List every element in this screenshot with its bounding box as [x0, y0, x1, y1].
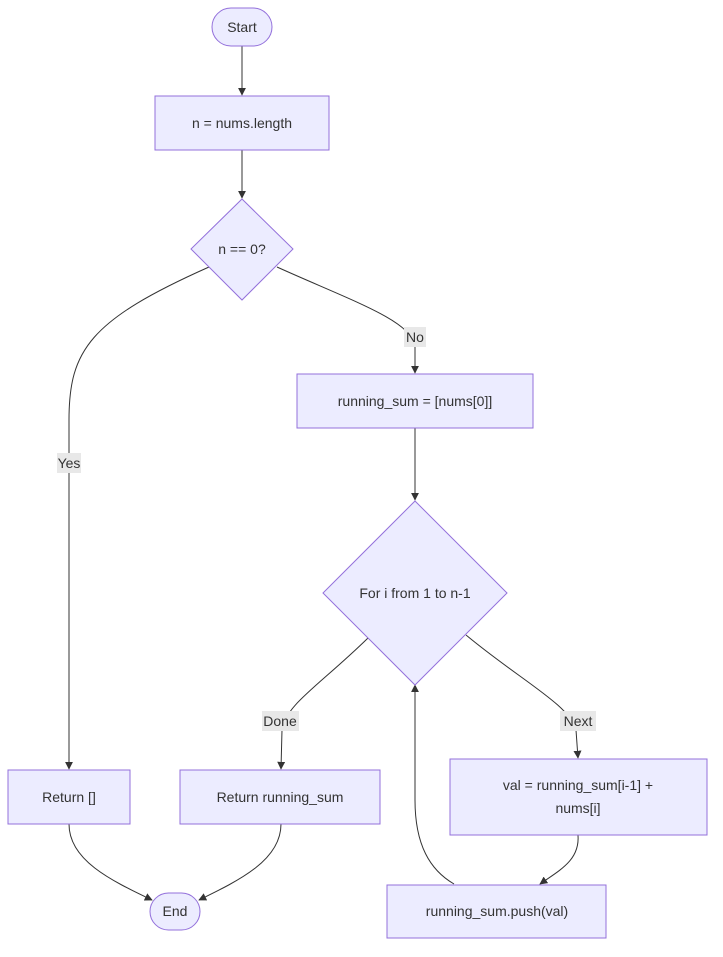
node-return-empty: Return [] [7, 769, 131, 825]
edge-return-sum-to-end [198, 823, 282, 901]
edge-label-no: No [404, 327, 426, 347]
edge-label-next-text: Next [564, 713, 593, 729]
edge-label-next: Next [560, 711, 596, 731]
node-compute-val-label-line1: val = running_sum[i-1] + [503, 777, 653, 793]
node-start-label: Start [227, 19, 257, 35]
edge-loop-to-return-sum [277, 637, 369, 770]
node-init-sum: running_sum = [nums[0]] [296, 373, 534, 429]
node-return-sum: Return running_sum [179, 769, 381, 825]
node-check-empty-label: n == 0? [218, 241, 266, 257]
edge-label-no-text: No [406, 329, 424, 345]
edge-check-to-init-sum [276, 266, 419, 374]
edge-label-done-text: Done [263, 713, 297, 729]
edge-loop-to-compute-val [465, 634, 582, 759]
node-init: n = nums.length [154, 95, 330, 151]
edge-return-empty-to-end [68, 823, 153, 901]
node-end-label: End [163, 903, 188, 919]
edge-labels: No Yes Done Next [57, 327, 596, 731]
edge-check-to-return-empty [65, 266, 210, 770]
node-compute-val: val = running_sum[i-1] + nums[i] [449, 758, 708, 836]
nodes: Start n = nums.length n == 0? running_su… [7, 7, 708, 939]
node-return-empty-label: Return [] [42, 789, 96, 805]
edge-label-yes: Yes [57, 453, 81, 473]
node-check-empty: n == 0? [190, 198, 294, 301]
edge-push-to-loop [411, 684, 455, 885]
edge-label-yes-text: Yes [58, 455, 81, 471]
edge-compute-val-to-push [539, 834, 579, 885]
node-loop: For i from 1 to n-1 [322, 500, 508, 686]
edge-label-done: Done [262, 711, 299, 731]
node-return-sum-label: Return running_sum [217, 789, 344, 805]
node-push-label: running_sum.push(val) [426, 903, 568, 919]
node-start: Start [211, 7, 273, 47]
node-end: End [149, 892, 201, 931]
node-init-label: n = nums.length [192, 115, 292, 131]
node-loop-label: For i from 1 to n-1 [359, 585, 470, 601]
node-compute-val-label-line2: nums[i] [555, 800, 600, 816]
edges [65, 46, 582, 901]
node-push: running_sum.push(val) [386, 884, 607, 939]
node-init-sum-label: running_sum = [nums[0]] [338, 393, 492, 409]
